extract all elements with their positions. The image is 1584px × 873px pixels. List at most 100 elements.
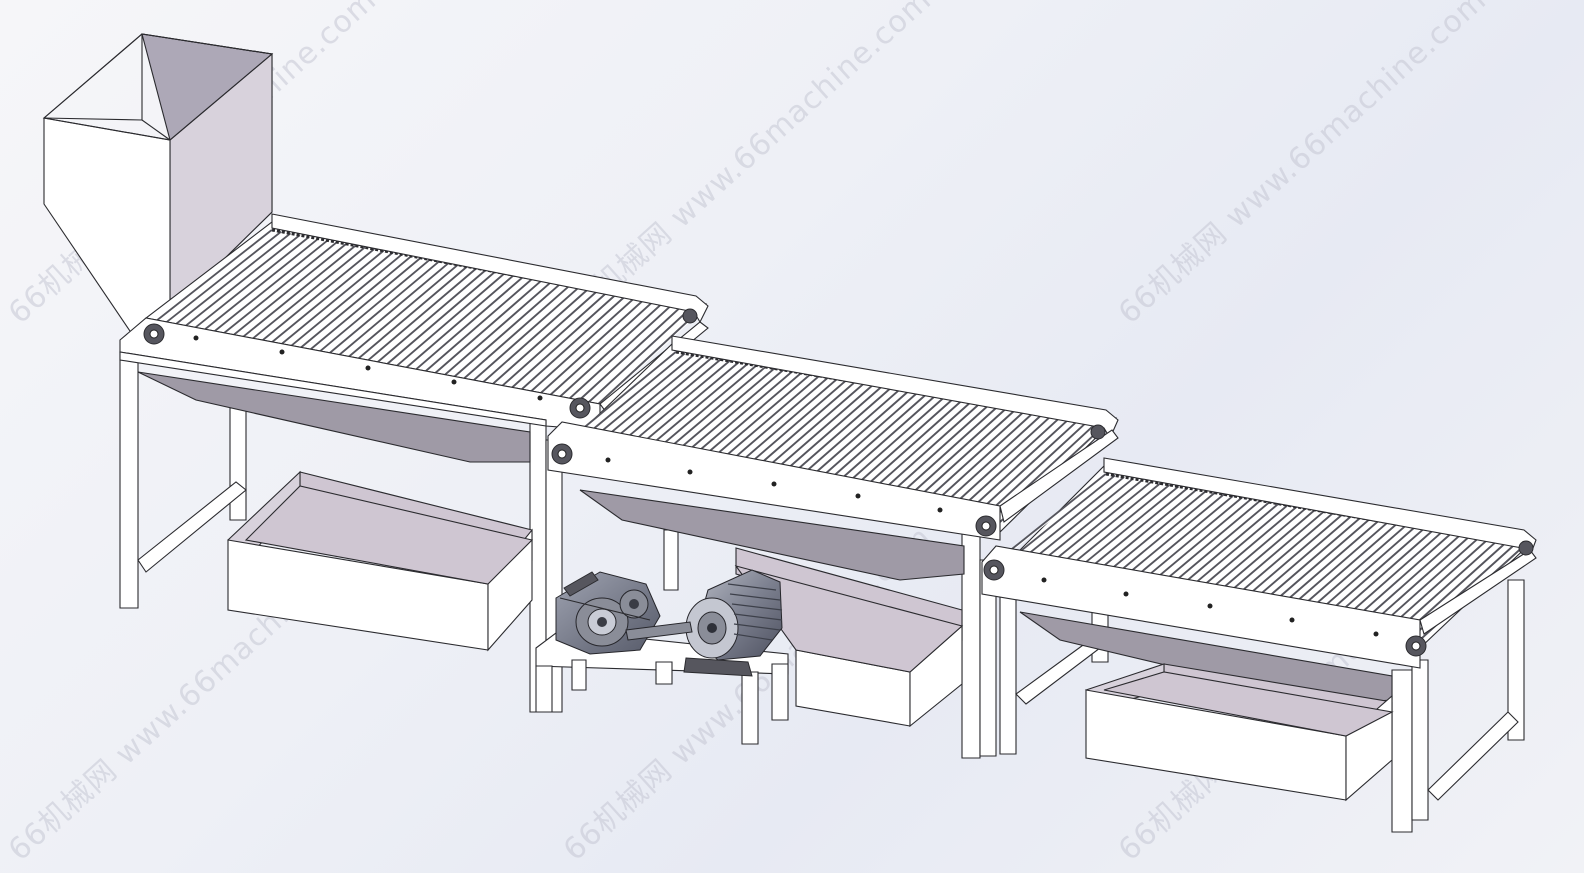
roller-highlight (1099, 490, 1209, 582)
roller-highlight (1209, 509, 1318, 602)
roller-highlight (190, 236, 312, 334)
roller-highlight (151, 229, 275, 327)
gearbox-icon (555, 571, 661, 655)
roller (533, 298, 645, 400)
roller-highlight (1154, 500, 1263, 592)
roller (960, 417, 1071, 519)
roller-highlight (593, 309, 703, 411)
roller-highlight (899, 407, 1010, 507)
roller (485, 290, 599, 391)
watermark-text: 66机械网 www.66machine.com (1112, 0, 1493, 331)
roller (942, 414, 1053, 516)
roller (303, 256, 422, 357)
roller-highlight (180, 234, 303, 332)
roller (970, 418, 1080, 520)
roller-highlight (218, 241, 340, 340)
roller (1151, 499, 1262, 592)
roller-highlight (247, 247, 368, 345)
roller (1022, 477, 1134, 568)
conveyor-2 (545, 335, 1119, 759)
roller (197, 237, 320, 336)
roller (274, 251, 394, 351)
roller (1069, 485, 1180, 577)
roller-highlight (439, 281, 554, 382)
roller-highlight (564, 304, 675, 405)
roller (226, 243, 348, 342)
roller-highlight (199, 238, 321, 336)
roller (1133, 496, 1244, 589)
roller-highlight (1108, 492, 1218, 583)
roller-highlight (170, 233, 293, 331)
roller-highlight (401, 274, 517, 374)
roller (1161, 501, 1271, 594)
roller-highlight (449, 283, 563, 383)
roller-highlight (478, 288, 591, 389)
collection-bin-2 (734, 547, 964, 728)
roller-highlight (1135, 497, 1245, 588)
roller-highlight (334, 262, 452, 362)
roller (389, 272, 506, 373)
roller-highlight (1089, 489, 1200, 580)
roller-highlight (420, 278, 535, 378)
roller-highlight (497, 292, 610, 393)
roller (206, 239, 329, 338)
roller (591, 309, 701, 411)
roller (379, 270, 497, 371)
roller (466, 286, 580, 388)
roller (1059, 484, 1171, 575)
roller-highlight (981, 420, 1091, 522)
roller-highlight (1043, 481, 1154, 571)
drive-unit (535, 569, 789, 745)
roller (495, 291, 608, 393)
roller-highlight (1200, 508, 1309, 600)
roller (283, 253, 403, 353)
roller-highlight (1191, 506, 1300, 598)
roller (979, 420, 1089, 522)
roller-highlight (555, 302, 666, 404)
roller-highlight (954, 416, 1064, 517)
sprocket-icon (551, 424, 1106, 537)
roller (254, 248, 376, 347)
roller (418, 277, 534, 378)
roller (399, 274, 515, 375)
roller (1124, 495, 1234, 587)
conveyor-3 (981, 457, 1537, 833)
roller-highlight (161, 231, 284, 329)
roller (1078, 487, 1189, 579)
roller-highlight (1172, 503, 1281, 595)
roller-highlight (963, 417, 1073, 518)
roller-highlight (209, 240, 331, 338)
roller-highlight (1126, 495, 1236, 587)
roller-highlight (997, 473, 1109, 563)
roller-highlight (584, 307, 694, 409)
roller-highlight (1062, 484, 1172, 575)
roller (168, 232, 292, 331)
collection-bin-3 (1084, 663, 1394, 802)
roller (264, 250, 385, 349)
roller (360, 267, 478, 368)
roller-highlight (1117, 493, 1227, 585)
collection-bin-1 (227, 470, 534, 652)
roller (235, 244, 357, 344)
roller-highlight (382, 271, 498, 371)
roller-highlight (516, 295, 628, 396)
roller (1087, 488, 1198, 580)
roller-highlight (1080, 487, 1191, 578)
roller (331, 262, 450, 362)
roller (504, 293, 617, 395)
roller-highlight (459, 285, 573, 385)
roller (187, 236, 310, 335)
roller-highlight (1163, 501, 1272, 593)
roller-highlight (1034, 479, 1145, 570)
roller (437, 281, 552, 382)
roller-highlight (1145, 498, 1254, 590)
roller-highlight (228, 243, 349, 341)
roller (456, 284, 571, 386)
roller-highlight (536, 299, 647, 400)
roller-highlight (526, 297, 638, 398)
roller-highlight (257, 248, 377, 347)
roller-highlight (324, 260, 442, 360)
roller-highlight (487, 290, 600, 391)
roller (543, 300, 655, 402)
